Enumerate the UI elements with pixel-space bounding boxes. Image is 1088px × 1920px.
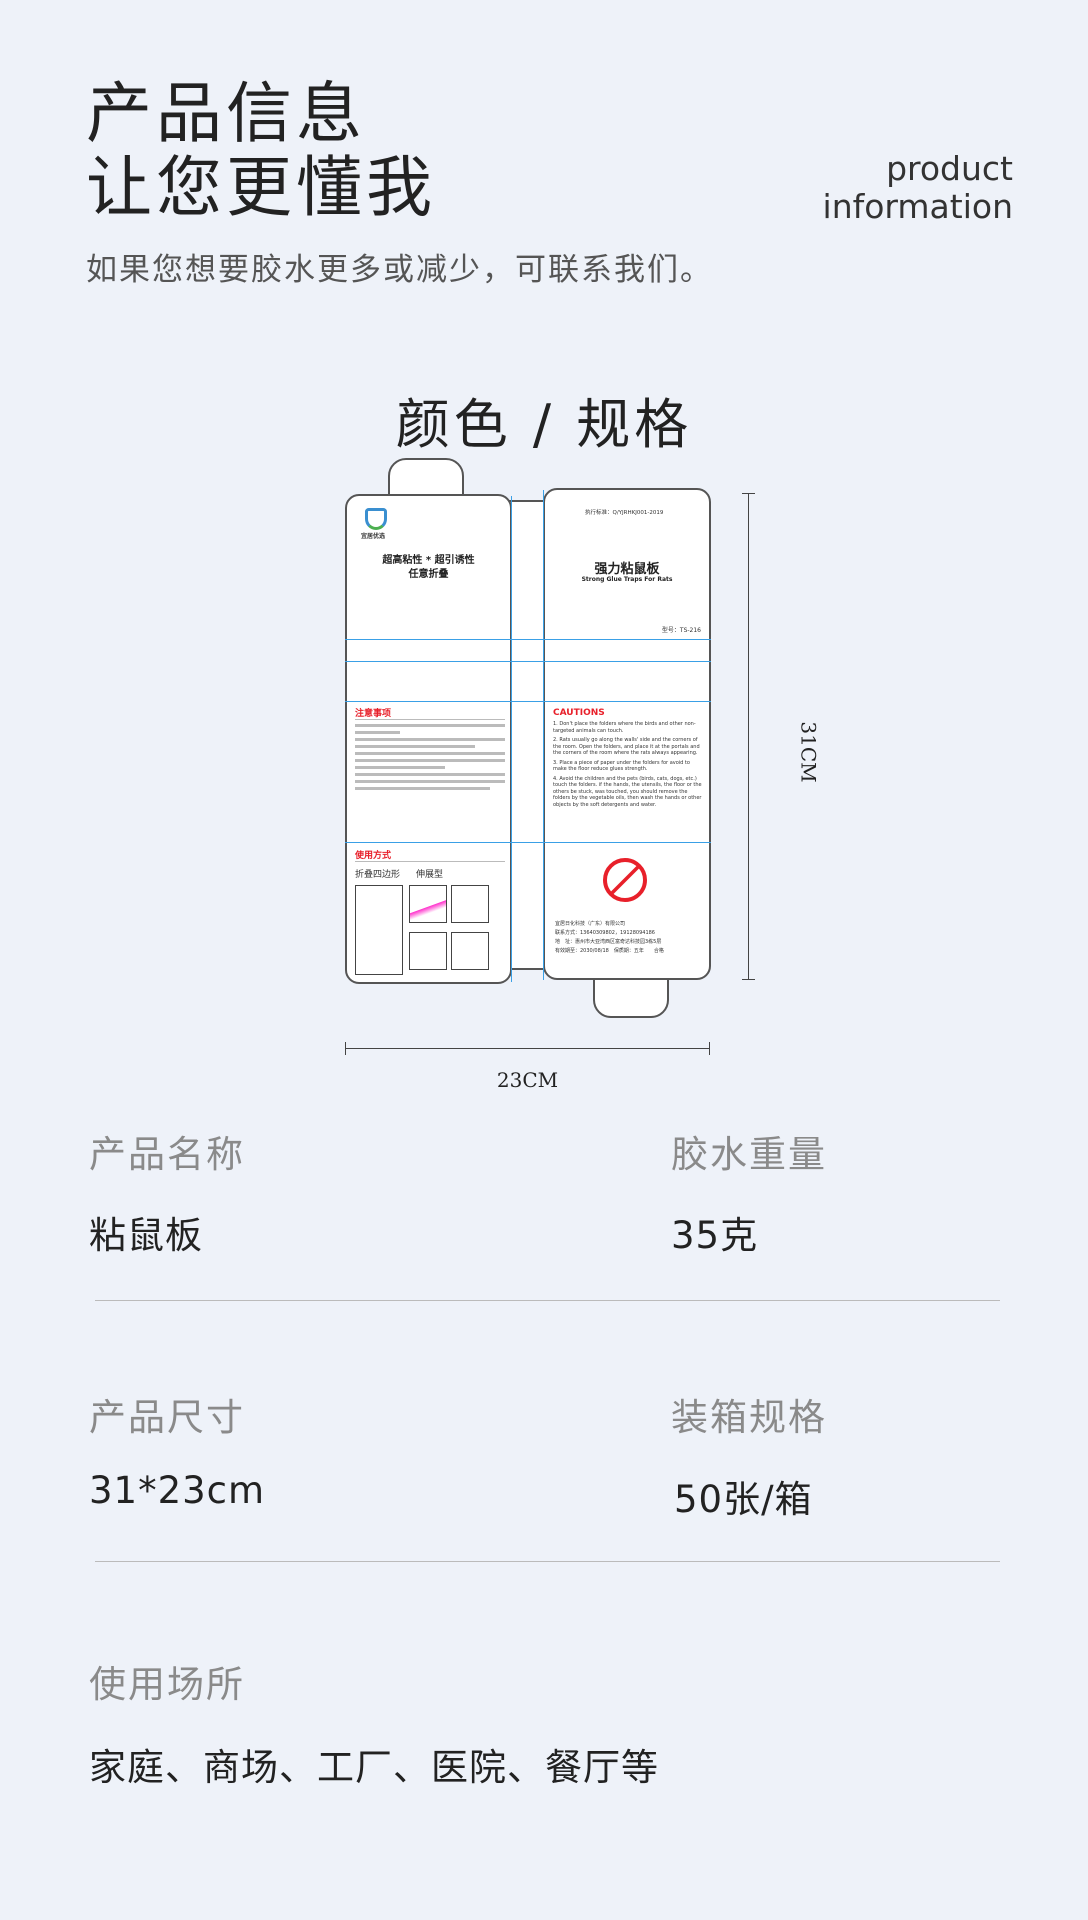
fold-line <box>345 842 711 843</box>
usage-fold: 折叠四边形 <box>355 870 401 880</box>
spec-label-glue: 胶水重量 <box>671 1133 827 1176</box>
en-line-1: product <box>886 149 1013 188</box>
flat-illustration <box>409 885 447 923</box>
model-number: 型号：TS-216 <box>661 627 701 634</box>
contact: 联系方式：13640309802，19128094186 <box>555 930 655 936</box>
title-line-2: 让您更懂我 <box>86 149 436 226</box>
package-diagram: 宜居优选 超高粘性 * 超引诱性任意折叠 注意事项 使用方式 折叠四边形伸展型 … <box>345 458 821 1092</box>
cautions-block: CAUTIONS 1. Don't place the folders wher… <box>553 708 703 808</box>
spec-label-usage: 使用场所 <box>89 1663 245 1706</box>
fold-illustration <box>355 885 403 975</box>
brand-logo-icon <box>365 508 387 530</box>
caution-item: 3. Place a piece of paper under the fold… <box>553 759 690 773</box>
company-info: 宜居日化科技（广东）有限公司 联系方式：13640309802，19128094… <box>555 920 664 956</box>
spec-label-name: 产品名称 <box>89 1133 245 1176</box>
caution-item: 2. Rats usually go along the walls' side… <box>553 737 700 756</box>
usage-flat: 伸展型 <box>416 870 444 880</box>
top-tab <box>388 458 464 498</box>
spec-value-packing: 50张/箱 <box>674 1478 813 1521</box>
bottom-tab <box>593 976 669 1018</box>
right-panel: 执行标准：Q/YJRHKJ001-2019 强力粘鼠板 Strong Glue … <box>543 488 711 980</box>
spine-panel <box>509 500 546 970</box>
brand-name: 宜居优选 <box>361 533 386 540</box>
no-rat-icon <box>603 858 647 902</box>
flat-illustration <box>409 932 447 970</box>
title-line-1: 产品信息 <box>86 75 366 152</box>
company-name: 宜居日化科技（广东）有限公司 <box>555 921 626 927</box>
notice-title: 注意事项 <box>355 706 505 720</box>
usage-title: 使用方式 <box>355 848 505 862</box>
divider <box>95 1300 1000 1301</box>
subtitle: 如果您想要胶水更多或减少，可联系我们。 <box>86 252 713 288</box>
usage-block: 使用方式 折叠四边形 伸展型 <box>355 848 505 975</box>
address: 地 址：惠州市大亚湾西区富奇达科技园3栋5层 <box>555 939 662 945</box>
notice-block: 注意事项 <box>355 706 505 794</box>
caution-item: 4. Avoid the children and the pets (bird… <box>553 775 702 808</box>
fold-line <box>345 701 711 702</box>
spec-value-size: 31*23cm <box>89 1469 266 1512</box>
width-label: 23CM <box>496 1068 559 1092</box>
fold-line <box>543 490 544 980</box>
slogan-2: 任意折叠 <box>408 569 449 580</box>
fold-line <box>345 661 711 662</box>
flat-illustration <box>451 885 489 923</box>
left-panel: 宜居优选 超高粘性 * 超引诱性任意折叠 注意事项 使用方式 折叠四边形 伸展型 <box>345 494 512 984</box>
spec-value-name: 粘鼠板 <box>89 1214 203 1257</box>
divider <box>95 1561 1000 1562</box>
width-dimension-line <box>345 1048 710 1049</box>
product-name-cn: 强力粘鼠板 <box>594 562 660 577</box>
spec-label-size: 产品尺寸 <box>89 1396 245 1439</box>
spec-label-packing: 装箱规格 <box>671 1396 827 1439</box>
cautions-title: CAUTIONS <box>553 708 605 718</box>
slogan-1: 超高粘性 * 超引诱性 <box>382 555 475 566</box>
fold-line <box>345 639 711 640</box>
flat-illustration <box>451 932 489 970</box>
height-label: 31CM <box>796 721 821 783</box>
section-title: 颜色 / 规格 <box>395 393 693 456</box>
standard-text: 执行标准：Q/YJRHKJ001-2019 <box>585 510 664 516</box>
left-slogan: 超高粘性 * 超引诱性任意折叠 <box>347 554 510 582</box>
height-dimension-line <box>748 493 749 980</box>
fold-line <box>511 496 512 982</box>
en-line-2: information <box>822 187 1013 226</box>
spec-value-glue: 35克 <box>671 1214 759 1257</box>
expiry: 有效期至：2030/08/18 保质期：五年 合格 <box>555 948 664 954</box>
caution-item: 1. Don't place the folders where the bir… <box>553 721 696 734</box>
spec-value-usage: 家庭、商场、工厂、医院、餐厅等 <box>89 1746 659 1789</box>
product-name-en: Strong Glue Traps For Rats <box>581 576 673 583</box>
